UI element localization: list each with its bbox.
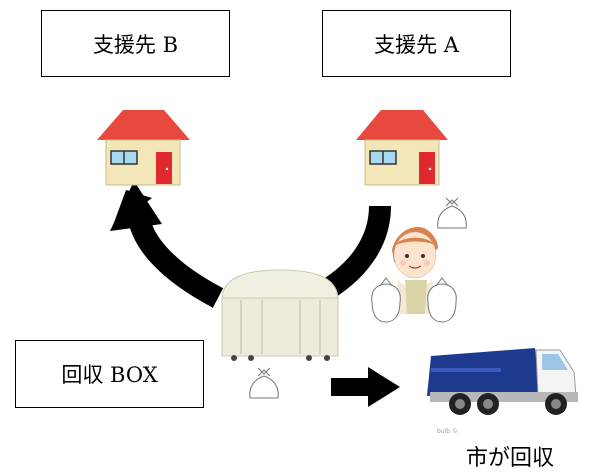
garbage-truck-icon [427,348,578,415]
trash-bag-icon [437,197,467,229]
person-carrying-bags-icon [371,226,457,323]
collection-container-icon [221,269,339,361]
collection-box-label: 回収 BOX [61,363,158,387]
trash-bag-icon [249,367,279,399]
support-b-label: 支援先 B [92,32,179,57]
city-collects-caption: 市が回収 [466,446,555,471]
house-b-icon [97,110,190,186]
support-a-label-box: 支援先 A [322,10,511,77]
image-credit-text: bulb © [437,428,458,435]
support-b-label-box: 支援先 B [41,10,230,77]
house-a-icon [356,110,448,186]
arrow-to-truck [331,367,400,407]
collection-box-label-box: 回収 BOX [15,340,204,408]
support-a-label: 支援先 A [374,32,459,57]
arrow-to-support-b [110,181,224,308]
